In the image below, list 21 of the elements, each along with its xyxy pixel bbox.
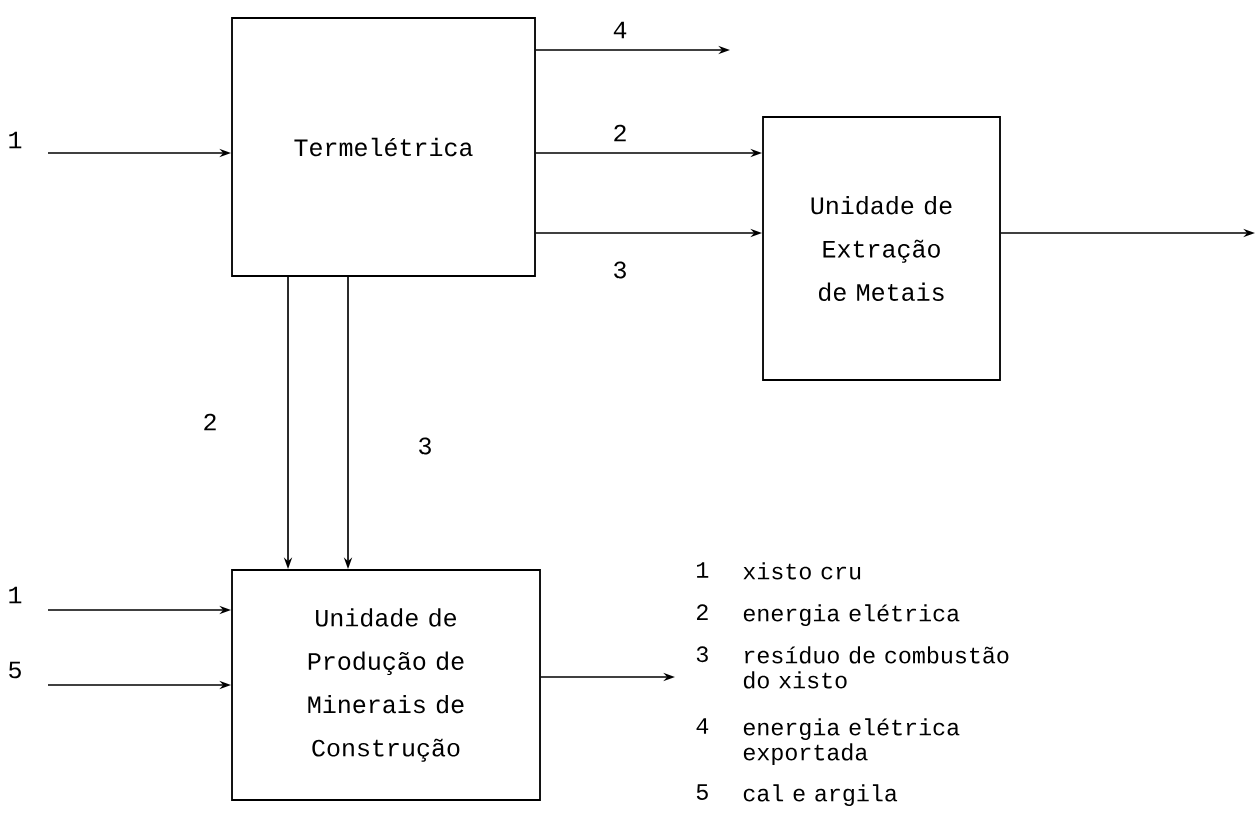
edge-label: 1 [9, 586, 22, 604]
edge-label: 3 [419, 437, 431, 455]
legend-number: 4 [696, 718, 709, 734]
edge-label: 4 [613, 21, 627, 39]
legend-text: energia elétrica [743, 604, 960, 627]
legend-text: xisto cru [743, 562, 861, 580]
legend-number: 2 [697, 604, 708, 620]
edge-label: 3 [614, 261, 626, 279]
edge-label: 2 [204, 413, 216, 431]
legend-text: resíduo de combustão do xisto [743, 646, 1009, 689]
legend-number: 3 [696, 646, 708, 663]
legend-number: 1 [697, 562, 709, 578]
edge-label: 5 [9, 661, 21, 679]
legend-text: energia elétrica exportada [743, 718, 960, 766]
process-box: Termelétrica [231, 17, 536, 277]
legend-text: cal e argila [743, 784, 898, 807]
process-box: Unidade de Extração de Metais [762, 116, 1001, 381]
edge-label: 2 [614, 124, 626, 142]
edge-label: 1 [9, 131, 22, 149]
legend-number: 5 [696, 784, 708, 800]
process-box: Unidade de Produção de Minerais de Construção [231, 569, 541, 801]
